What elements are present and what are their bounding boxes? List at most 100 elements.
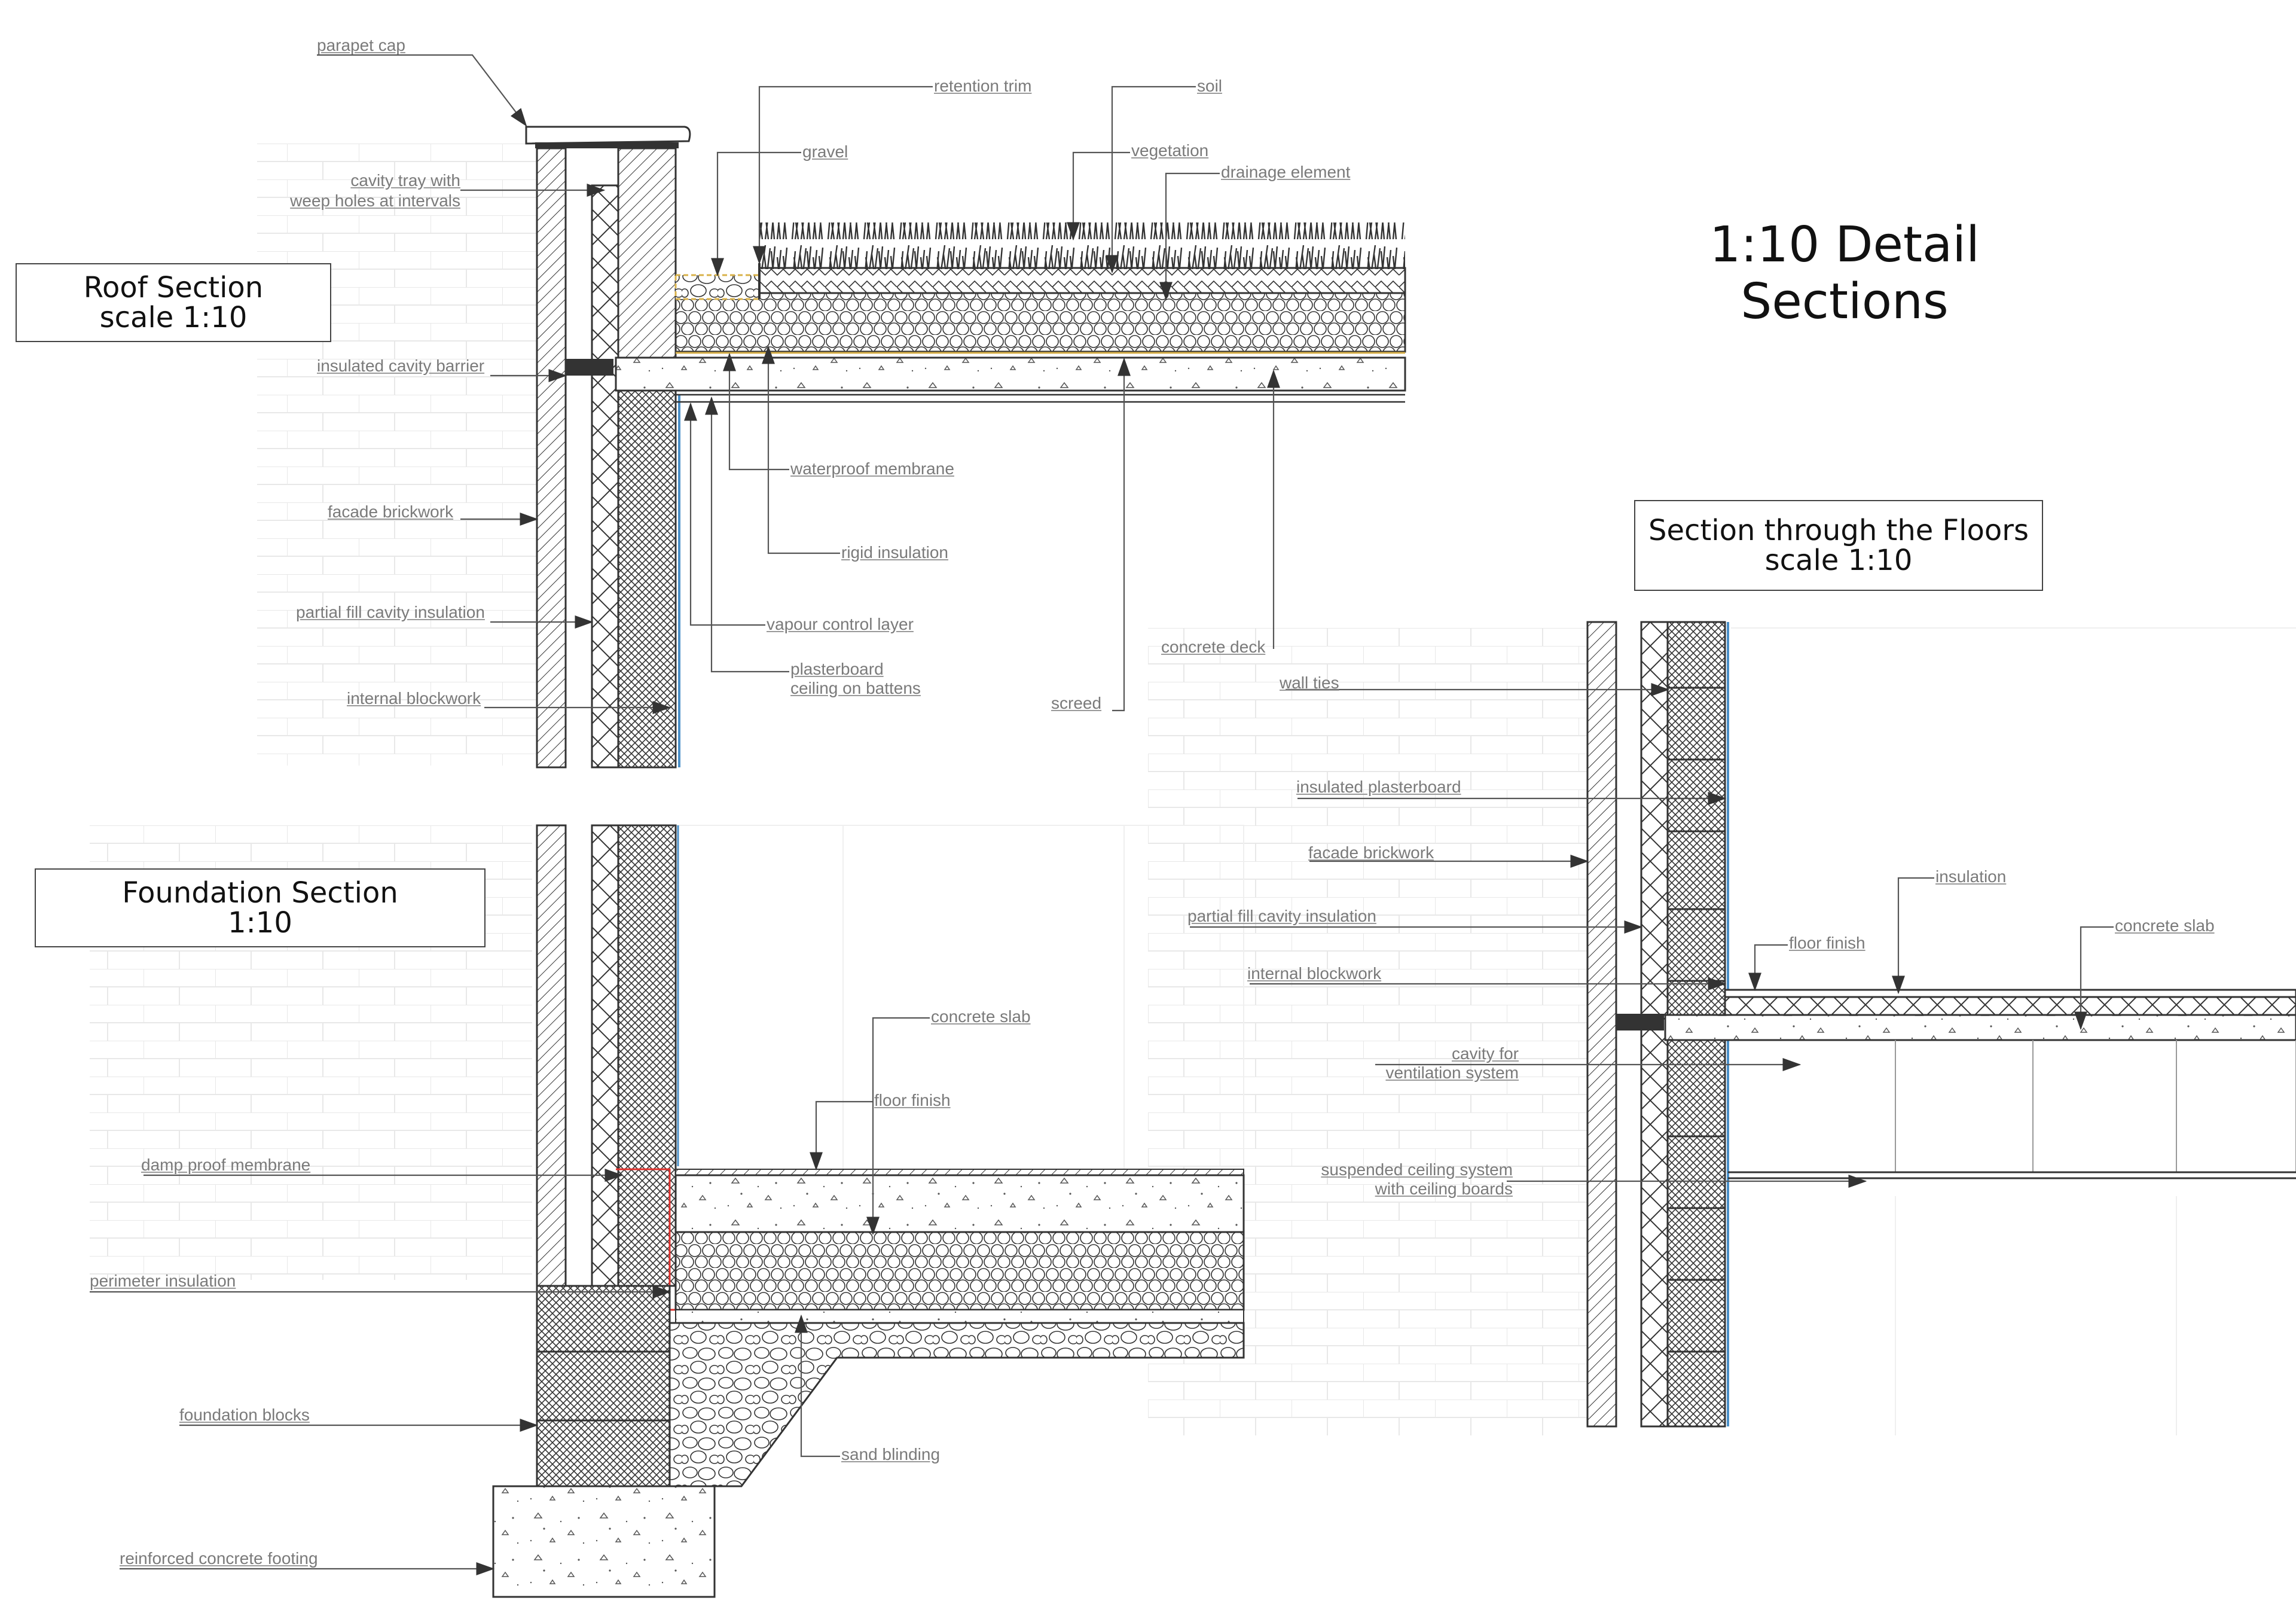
floors-interior-grid-lines (1731, 627, 2296, 1435)
leader-screed (1112, 357, 1131, 712)
foundation-section-title: Foundation Section (122, 876, 398, 910)
leader-parapet-cap (317, 54, 527, 127)
floors-section-scale: scale 1:10 (1764, 544, 1913, 577)
leader-sand-blinding (795, 1314, 840, 1458)
floors-section-title: Section through the Floors (1648, 513, 2029, 547)
floors-suspended-ceiling (1728, 1171, 2296, 1179)
foundation-section-title-box: Foundation Section 1:10 (35, 868, 486, 947)
floors-finish (1724, 989, 2296, 998)
roof-section-title-box: Roof Section scale 1:10 (16, 263, 331, 342)
roof-cavity-insulation (591, 184, 619, 769)
label-drainage-element: drainage element (1221, 163, 1351, 181)
roof-internal-blockwork (617, 385, 677, 769)
roof-facade-brickwork (536, 147, 567, 769)
leader-drainage (1159, 172, 1220, 301)
label-gravel: gravel (802, 142, 848, 161)
label-insulated-plasterboard: insulated plasterboard (1296, 778, 1461, 796)
label-cavity-vent-2: ventilation system (1385, 1063, 1519, 1082)
label-screed: screed (1051, 694, 1102, 712)
roof-parapet-top (535, 142, 679, 148)
label-damp-proof: damp proof membrane (141, 1155, 311, 1174)
leader-vegetation (1067, 151, 1130, 241)
leader-floor-finish-found (810, 1100, 873, 1171)
foundation-block-joints (537, 1350, 670, 1422)
roof-vegetation (759, 222, 1405, 269)
label-vegetation: vegetation (1131, 141, 1209, 160)
roof-gravel (674, 274, 761, 300)
label-concrete-slab-found: concrete slab (931, 1007, 1031, 1026)
leader-waterproof (723, 352, 789, 471)
foundation-section-scale: 1:10 (228, 906, 292, 940)
label-plasterboard-2: ceiling on battens (790, 679, 921, 697)
label-rigid-insulation: rigid insulation (841, 543, 948, 562)
label-insulation-floors: insulation (1935, 867, 2007, 886)
leader-vcl (684, 402, 765, 626)
label-footing: reinforced concrete footing (120, 1549, 318, 1568)
floors-ceiling-hangers (1895, 1040, 2296, 1172)
leader-concrete-slab-floors (2074, 926, 2114, 1030)
leader-floor-finish-floors (1748, 944, 1788, 992)
foundation-interior-grid-lines (842, 825, 1125, 1184)
roof-section-scale: scale 1:10 (99, 301, 248, 334)
foundation-cavity-insulation (591, 824, 619, 1287)
roof-rigid-insulation (674, 292, 1406, 353)
leader-soil (1106, 86, 1196, 274)
label-ceiling-1: suspended ceiling system (1321, 1160, 1513, 1179)
leader-gravel (711, 151, 801, 277)
foundation-insulation (674, 1231, 1245, 1311)
floors-facade-brickwork (1586, 621, 1617, 1428)
label-sand-blinding: sand blinding (841, 1445, 941, 1464)
foundation-internal-blockwork (617, 824, 677, 1287)
label-internal-blockwork-roof: internal blockwork (347, 689, 481, 708)
foundation-section-drawing (492, 824, 1245, 1598)
label-concrete-slab-floors: concrete slab (2115, 916, 2215, 935)
label-cavity-vent-1: cavity for (1451, 1044, 1519, 1063)
foundation-concrete-slab (674, 1174, 1245, 1233)
roof-section-drawing (525, 126, 1406, 769)
foundation-facade-brickwork (536, 824, 567, 1287)
label-perimeter-insulation: perimeter insulation (90, 1272, 236, 1290)
leader-concrete-slab-found (866, 1017, 930, 1236)
floors-section-title-box: Section through the Floors scale 1:10 (1634, 500, 2043, 591)
label-cavity-tray-1: cavity tray with (350, 171, 460, 190)
foundation-sand-blinding (675, 1309, 1244, 1324)
label-ceiling-2: with ceiling boards (1375, 1179, 1513, 1198)
label-concrete-deck: concrete deck (1161, 638, 1266, 656)
foundation-hardcore (668, 1322, 1245, 1487)
floors-concrete-slab (1664, 1014, 2296, 1041)
leader-insulation-floors (1892, 877, 1934, 995)
floors-section-drawing (1586, 621, 2296, 1428)
leader-rigid-insulation (762, 345, 840, 554)
label-internal-blockwork-floors: internal blockwork (1247, 964, 1382, 983)
label-partial-fill-floors: partial fill cavity insulation (1187, 907, 1376, 925)
sheet-title: 1:10 Detail Sections (1709, 217, 1980, 330)
label-floor-finish-found: floor finish (874, 1091, 951, 1109)
label-vapour-control: vapour control layer (767, 615, 914, 633)
label-parapet-cap: parapet cap (317, 36, 405, 54)
label-facade-brickwork-floors: facade brickwork (1308, 843, 1434, 862)
label-waterproof-membrane: waterproof membrane (790, 459, 954, 478)
leader-plasterboard (705, 396, 789, 673)
label-foundation-blocks: foundation blocks (179, 1405, 310, 1424)
roof-cavity-barrier (566, 359, 613, 376)
label-retention-trim: retention trim (934, 77, 1032, 95)
floors-insulation (1724, 996, 2296, 1016)
label-insulated-cavity-barrier: insulated cavity barrier (317, 356, 485, 375)
roof-section-title: Roof Section (83, 270, 264, 304)
label-facade-brickwork-roof: facade brickwork (328, 502, 454, 521)
label-partial-fill-roof: partial fill cavity insulation (296, 603, 485, 621)
roof-soil (758, 267, 1406, 294)
leader-retention-trim (753, 86, 933, 265)
roof-ceiling-lines (676, 394, 1405, 403)
label-cavity-tray-2: weep holes at intervals (290, 191, 460, 210)
label-floor-finish-floors: floor finish (1789, 934, 1866, 952)
roof-parapet-inner-brick (617, 147, 677, 359)
foundation-footing (492, 1485, 716, 1598)
roof-concrete-deck (615, 356, 1406, 392)
roof-brick-background (257, 144, 544, 766)
label-plasterboard-1: plasterboard (790, 660, 884, 678)
label-soil: soil (1197, 77, 1223, 95)
foundation-blocks (536, 1285, 671, 1487)
floors-block-joints (1668, 687, 1725, 1353)
label-wall-ties: wall ties (1280, 673, 1339, 692)
